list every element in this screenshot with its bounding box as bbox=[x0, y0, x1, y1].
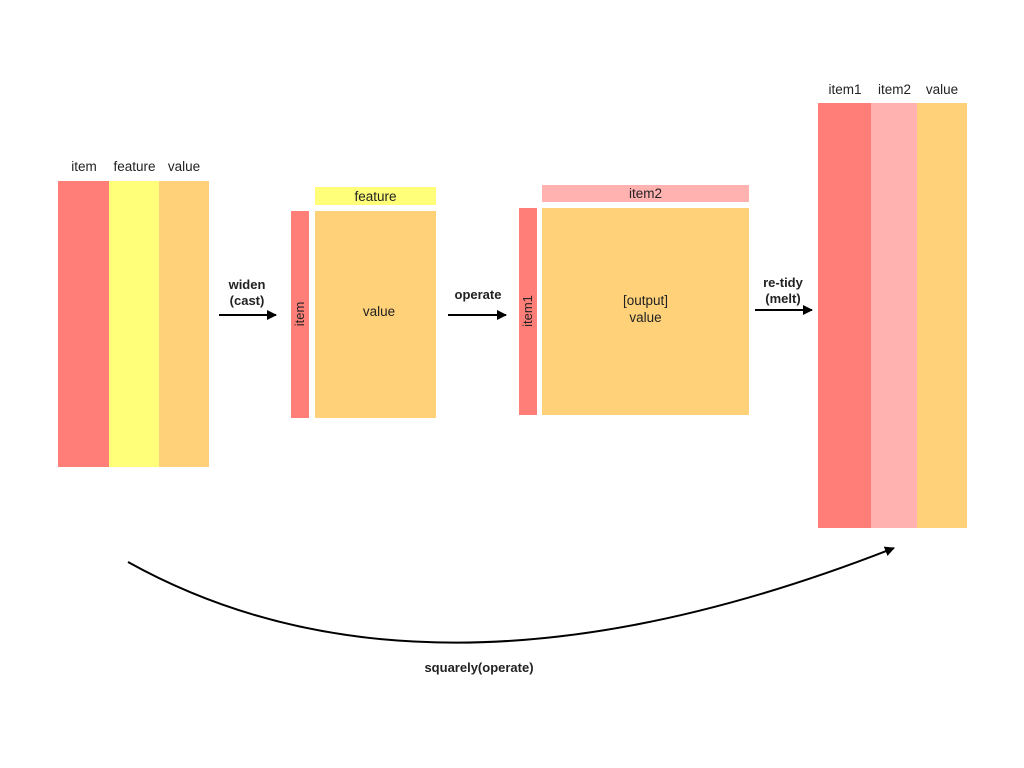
wide-feature-header bbox=[315, 187, 436, 205]
result-col-item2 bbox=[871, 103, 918, 528]
output-item2-header bbox=[542, 185, 749, 202]
output-value-body bbox=[542, 208, 749, 415]
result-col-item1-label: item1 bbox=[828, 82, 862, 97]
widen-label-line2: (cast) bbox=[229, 293, 265, 308]
retidy-label: re-tidy (melt) bbox=[750, 275, 816, 307]
widen-label-line1: widen bbox=[228, 277, 266, 292]
retidy-label-line2: (melt) bbox=[765, 291, 801, 306]
result-col-item2-label: item2 bbox=[877, 82, 911, 97]
wide-item-header bbox=[291, 211, 309, 418]
wide-feature-label: feature bbox=[354, 189, 397, 204]
result-col-item1 bbox=[818, 103, 872, 528]
retidy-label-line1: re-tidy bbox=[763, 275, 803, 290]
wide-value-label: value bbox=[362, 304, 396, 319]
output-value-label: [output] value bbox=[542, 292, 749, 326]
tidy-col-feature-label: feature bbox=[113, 159, 156, 174]
result-col-value bbox=[917, 103, 967, 528]
squarely-arrow bbox=[127, 546, 895, 644]
widen-label: widen (cast) bbox=[218, 277, 276, 309]
tidy-col-feature bbox=[109, 181, 160, 467]
tidy-col-value-label: value bbox=[167, 159, 201, 174]
wide-value-body bbox=[315, 211, 436, 418]
tidy-col-value bbox=[159, 181, 209, 467]
squarely-label: squarely(operate) bbox=[424, 660, 534, 675]
output-value-line2: value bbox=[629, 310, 662, 325]
output-item2-label: item2 bbox=[628, 186, 662, 201]
tidy-col-item bbox=[58, 181, 110, 467]
tidy-col-item-label: item bbox=[71, 159, 97, 174]
operate-label: operate bbox=[454, 287, 502, 302]
output-value-line1: [output] bbox=[622, 293, 669, 308]
result-col-value-label: value bbox=[925, 82, 959, 97]
output-item1-header bbox=[519, 208, 537, 415]
